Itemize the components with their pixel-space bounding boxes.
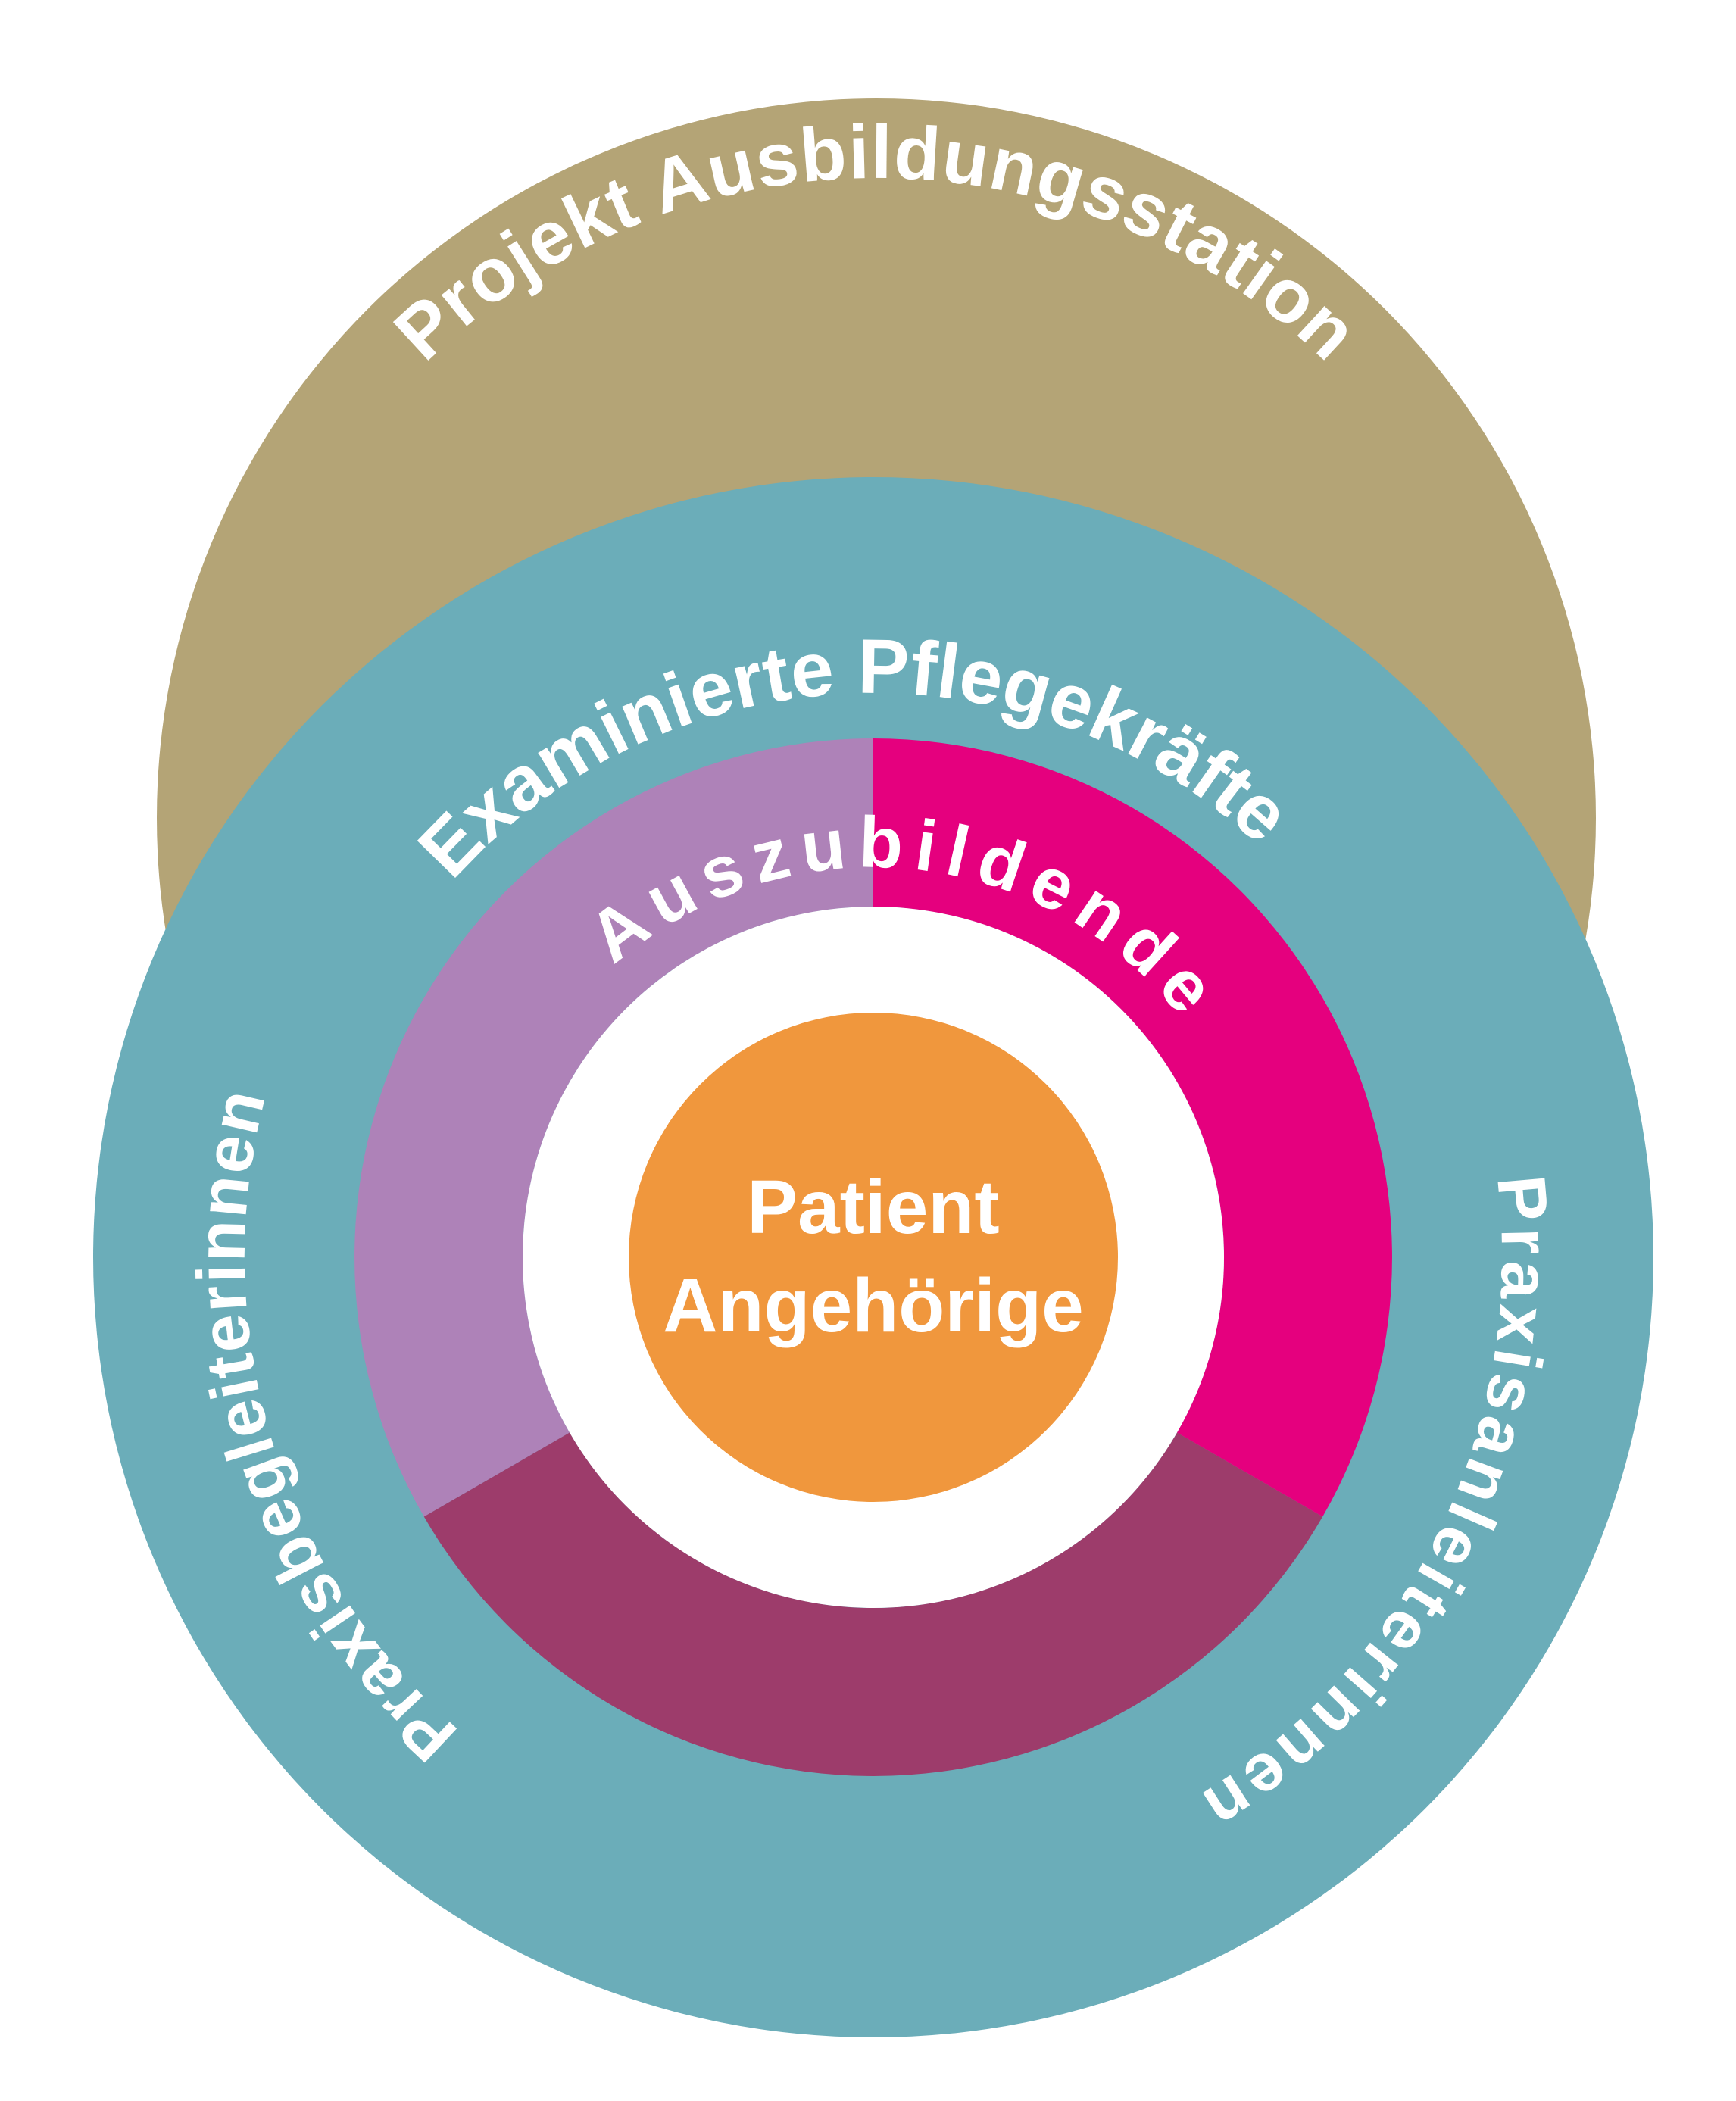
center-label-line2: Angehörige [663, 1263, 1084, 1348]
center-circle-patient [629, 1013, 1118, 1502]
inner-ring-segment-left [354, 738, 873, 1517]
inner-ring-segment-bottom [423, 1432, 1323, 1776]
center-label-line1: Patient [747, 1165, 999, 1250]
inner-ring-segment-right [873, 738, 1392, 1517]
